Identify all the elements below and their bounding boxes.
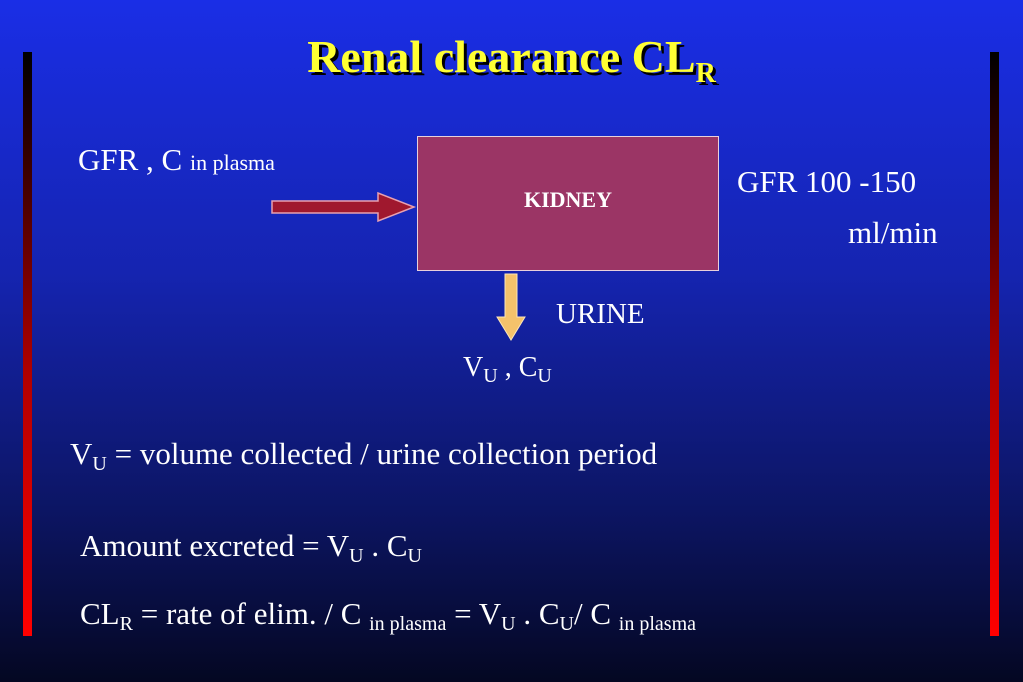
slide-title: Renal clearance CLR: [307, 31, 716, 90]
equation-clearance: CLR = rate of elim. / C in plasma = VU .…: [80, 596, 697, 635]
urine-output-label: VU , CU: [463, 352, 552, 387]
kidney-box: KIDNEY: [417, 136, 719, 271]
equation-volume-rate: VU = volume collected / urine collection…: [70, 436, 658, 475]
input-label: GFR , C in plasma: [78, 142, 275, 177]
gfr-note-line1: GFR 100 -150: [737, 164, 917, 199]
kidney-label: KIDNEY: [523, 187, 612, 212]
urine-arrow: [496, 273, 526, 341]
gfr-note-line2: ml/min: [848, 215, 938, 250]
input-arrow: [271, 191, 417, 223]
left-accent-bar: [23, 52, 32, 636]
right-accent-bar: [990, 52, 999, 636]
urine-label: URINE: [556, 298, 645, 330]
equation-amount-excreted: Amount excreted = VU . CU: [80, 528, 422, 567]
